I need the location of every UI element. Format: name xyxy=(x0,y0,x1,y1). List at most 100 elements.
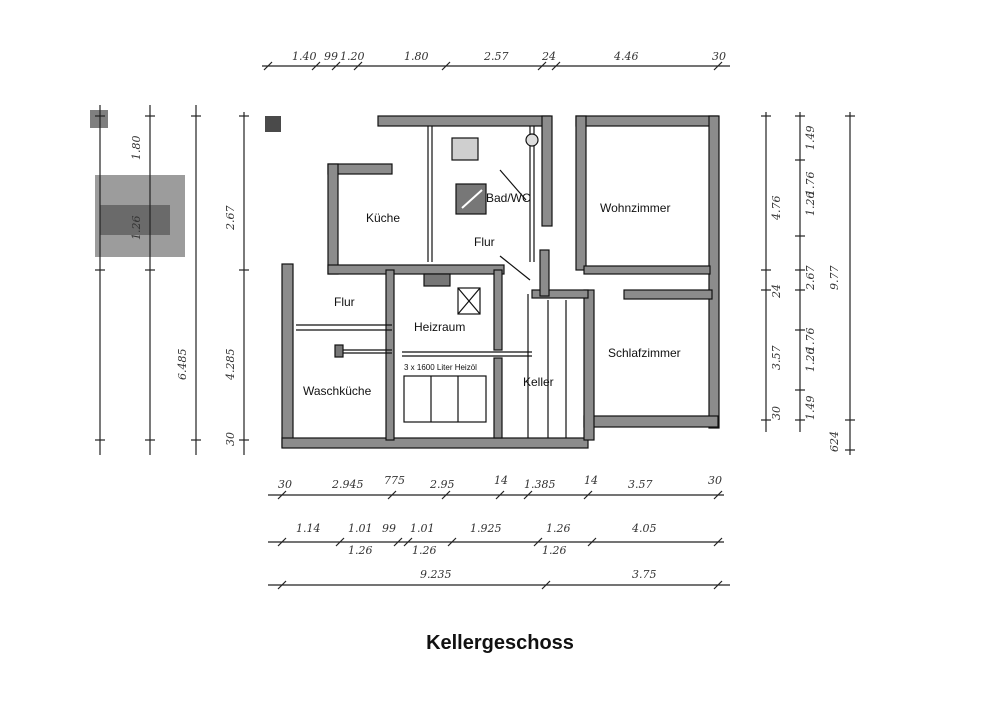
dim-top-1: 1.40 xyxy=(292,50,317,63)
room-flur-upper: Flur xyxy=(474,235,495,249)
dimension-tick xyxy=(587,537,597,547)
dim-r-mid-3: 1.26 xyxy=(804,192,817,217)
dimension-tick xyxy=(393,537,403,547)
wall-wohn-bottom xyxy=(583,265,711,275)
dim-b1-1: 30 xyxy=(278,478,292,491)
dimension-tick xyxy=(533,537,543,547)
dim-b2-7: 4.05 xyxy=(631,522,657,535)
scan-smudges xyxy=(90,110,281,257)
dim-b1-4: 2.95 xyxy=(429,478,455,491)
dim-b2-sub-3: 1.26 xyxy=(542,544,567,557)
dimension-tick xyxy=(541,580,551,590)
dim-r-mid-2: 1.76 xyxy=(804,172,817,197)
room-bad-wc: Bad/WC xyxy=(486,191,531,205)
dim-top-5: 2.57 xyxy=(483,50,509,63)
dim-r-inner-1: 4.76 xyxy=(770,196,783,222)
dim-r-inner-2: 24 xyxy=(770,284,783,299)
dim-b1-8: 3.57 xyxy=(628,478,653,491)
oil-tank-label: 3 x 1600 Liter Heizöl xyxy=(404,363,477,372)
dim-b2-sub-2: 1.26 xyxy=(412,544,437,557)
dimension-tick xyxy=(583,490,593,500)
room-kueche: Küche xyxy=(366,211,400,225)
dimension-tick xyxy=(403,537,413,547)
dimension-tick xyxy=(523,490,533,500)
room-schlafzimmer: Schlafzimmer xyxy=(608,346,681,360)
dimension-tick xyxy=(551,61,561,71)
dimension-tick xyxy=(277,490,287,500)
wall-heizraum-right xyxy=(493,269,503,351)
wall-keller-top xyxy=(531,289,589,299)
dimension-tick xyxy=(277,537,287,547)
wall-top-center xyxy=(377,115,551,127)
dimension-tick xyxy=(441,490,451,500)
dim-r-mid-4: 2.67 xyxy=(804,266,817,292)
dimension-tick xyxy=(713,61,723,71)
room-keller: Keller xyxy=(523,375,554,389)
dimension-tick xyxy=(495,490,505,500)
dim-r-inner-3: 3.57 xyxy=(770,346,783,371)
wall-top-right xyxy=(575,115,719,127)
dimension-tick xyxy=(713,580,723,590)
dim-l-inner-3: 30 xyxy=(224,432,237,446)
wall-left-lower xyxy=(281,263,294,448)
dim-b2-6: 1.26 xyxy=(546,522,571,535)
dim-b2-1: 1.14 xyxy=(296,522,321,535)
dim-b1-6: 1.385 xyxy=(524,478,556,491)
dim-l-mid-1: 6.485 xyxy=(176,349,189,381)
dim-r-outer-1: 9.77 xyxy=(828,266,841,291)
oil-tanks xyxy=(403,375,487,423)
wall-heizraum-left xyxy=(385,269,395,441)
dim-top-2: 99 xyxy=(324,50,338,63)
wall-kueche-left xyxy=(327,163,339,275)
tank-box xyxy=(403,375,487,423)
dimension-tick xyxy=(713,490,723,500)
dim-top-4: 1.80 xyxy=(404,50,429,63)
dimension-tick xyxy=(441,61,451,71)
wall-heizraum-right-lower xyxy=(493,357,503,439)
wall-center-stub xyxy=(539,249,550,297)
page-title: Kellergeschoss xyxy=(426,632,574,654)
dim-top-8: 30 xyxy=(712,50,726,63)
dim-b1-5: 14 xyxy=(494,474,508,487)
dim-r-mid-1: 1.49 xyxy=(804,126,817,151)
dim-top-7: 4.46 xyxy=(613,50,639,63)
walls xyxy=(281,115,720,449)
dim-r-mid-5: 1.76 xyxy=(804,328,817,353)
wall-kueche-bottom xyxy=(327,264,505,275)
dimension-lines xyxy=(95,61,855,590)
dimension-tick xyxy=(335,537,345,547)
dim-b1-3: 775 xyxy=(384,474,405,487)
dim-b2-2: 1.01 xyxy=(348,522,373,535)
dimension-tick xyxy=(277,580,287,590)
dim-b2-4: 1.01 xyxy=(410,522,435,535)
dim-b1-2: 2.945 xyxy=(331,478,364,491)
dim-b3-2: 3.75 xyxy=(632,568,657,581)
wall-bottom-right xyxy=(583,415,719,428)
wall-wohn-left xyxy=(575,115,587,271)
interior-lines xyxy=(296,126,567,438)
dimension-tick xyxy=(447,537,457,547)
wall-bad-right xyxy=(541,115,553,227)
room-flur-lower: Flur xyxy=(334,295,355,309)
room-heizraum: Heizraum xyxy=(414,320,465,334)
dim-l-inner-1: 2.67 xyxy=(224,206,237,232)
dimension-tick xyxy=(311,61,321,71)
dim-b2-sub-1: 1.26 xyxy=(348,544,373,557)
dim-b1-9: 30 xyxy=(708,474,722,487)
wall-bottom xyxy=(281,437,589,449)
dim-l-outer-1: 1.80 xyxy=(130,136,143,161)
dim-r-inner-4: 30 xyxy=(770,406,783,420)
dim-top-3: 1.20 xyxy=(340,50,365,63)
dimension-tick xyxy=(387,490,397,500)
dim-l-outer-2: 1.26 xyxy=(130,216,143,241)
dim-r-mid-6: 1.26 xyxy=(804,348,817,373)
room-waschkueche: Waschküche xyxy=(303,384,372,398)
dim-b2-5: 1.925 xyxy=(470,522,502,535)
dim-l-inner-2: 4.285 xyxy=(224,349,237,382)
dimension-tick xyxy=(263,61,273,71)
dim-top-6: 24 xyxy=(541,50,556,63)
wall-schlaf-top xyxy=(623,289,713,300)
dim-b1-7: 14 xyxy=(584,474,598,487)
dimension-tick xyxy=(353,61,363,71)
